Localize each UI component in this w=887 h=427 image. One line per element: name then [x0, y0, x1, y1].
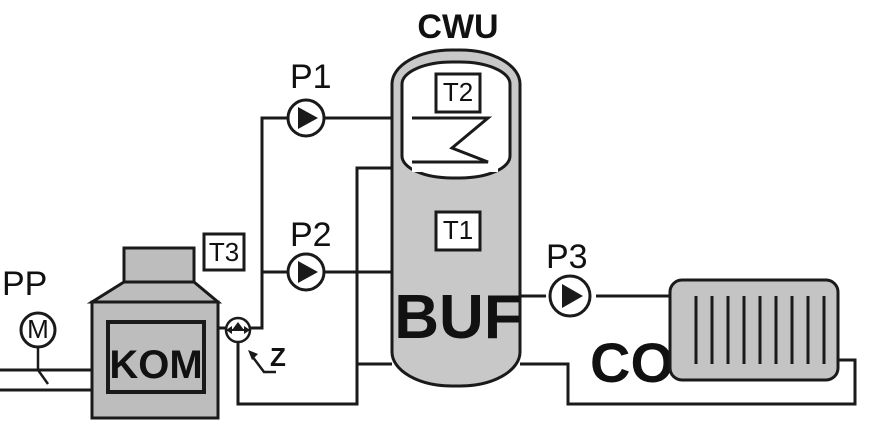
- z-pointer: [251, 355, 276, 374]
- p1-play-icon: [298, 107, 318, 129]
- t3-label: T3: [209, 237, 239, 267]
- buf-label: BUF: [394, 283, 521, 352]
- radiator: CO: [590, 278, 840, 394]
- sensor-t3: T3: [202, 232, 246, 272]
- boiler-panel: [106, 320, 206, 394]
- boiler: KOM: [86, 246, 223, 420]
- pump-p3: P3: [546, 238, 592, 318]
- valve-arrow-right: [244, 326, 250, 334]
- p1-label: P1: [290, 58, 332, 96]
- cwu-coil: [412, 116, 493, 164]
- pipe-co-return: [520, 358, 857, 406]
- pump-p1: P1: [286, 58, 332, 138]
- t1-label: T1: [443, 215, 473, 245]
- cwu-label: CWU: [417, 8, 498, 46]
- valve-z: Z: [224, 316, 286, 374]
- boiler-hood: [86, 280, 223, 304]
- boiler-chimney: [122, 246, 196, 284]
- t2-label: T2: [443, 77, 473, 107]
- pp-motor: PP M: [2, 265, 57, 385]
- p3-label: P3: [546, 238, 588, 276]
- z-pointer-head: [248, 350, 258, 360]
- co-label: CO: [590, 331, 674, 394]
- motor-label: M: [27, 314, 49, 344]
- buffer-tank: CWU T2 T1 BUF: [390, 8, 522, 388]
- pipe-supply-riser: [218, 116, 290, 330]
- pump-p2: P2: [286, 216, 332, 292]
- t3-box: [202, 232, 246, 272]
- radiator-fins: [694, 296, 826, 364]
- p2-label: P2: [290, 216, 332, 254]
- z-label: Z: [270, 342, 286, 372]
- pp-label: PP: [2, 265, 47, 303]
- valve-arrow-left: [226, 326, 232, 334]
- motor-shaft: [36, 347, 50, 385]
- boiler-label: KOM: [109, 343, 202, 387]
- p3-play-icon: [562, 284, 583, 308]
- p2-play-icon: [298, 261, 318, 283]
- t2-box: [434, 72, 482, 114]
- t1-box: [434, 210, 482, 252]
- pipe-return-left: [236, 166, 392, 406]
- valve-arrow-up: [232, 322, 244, 330]
